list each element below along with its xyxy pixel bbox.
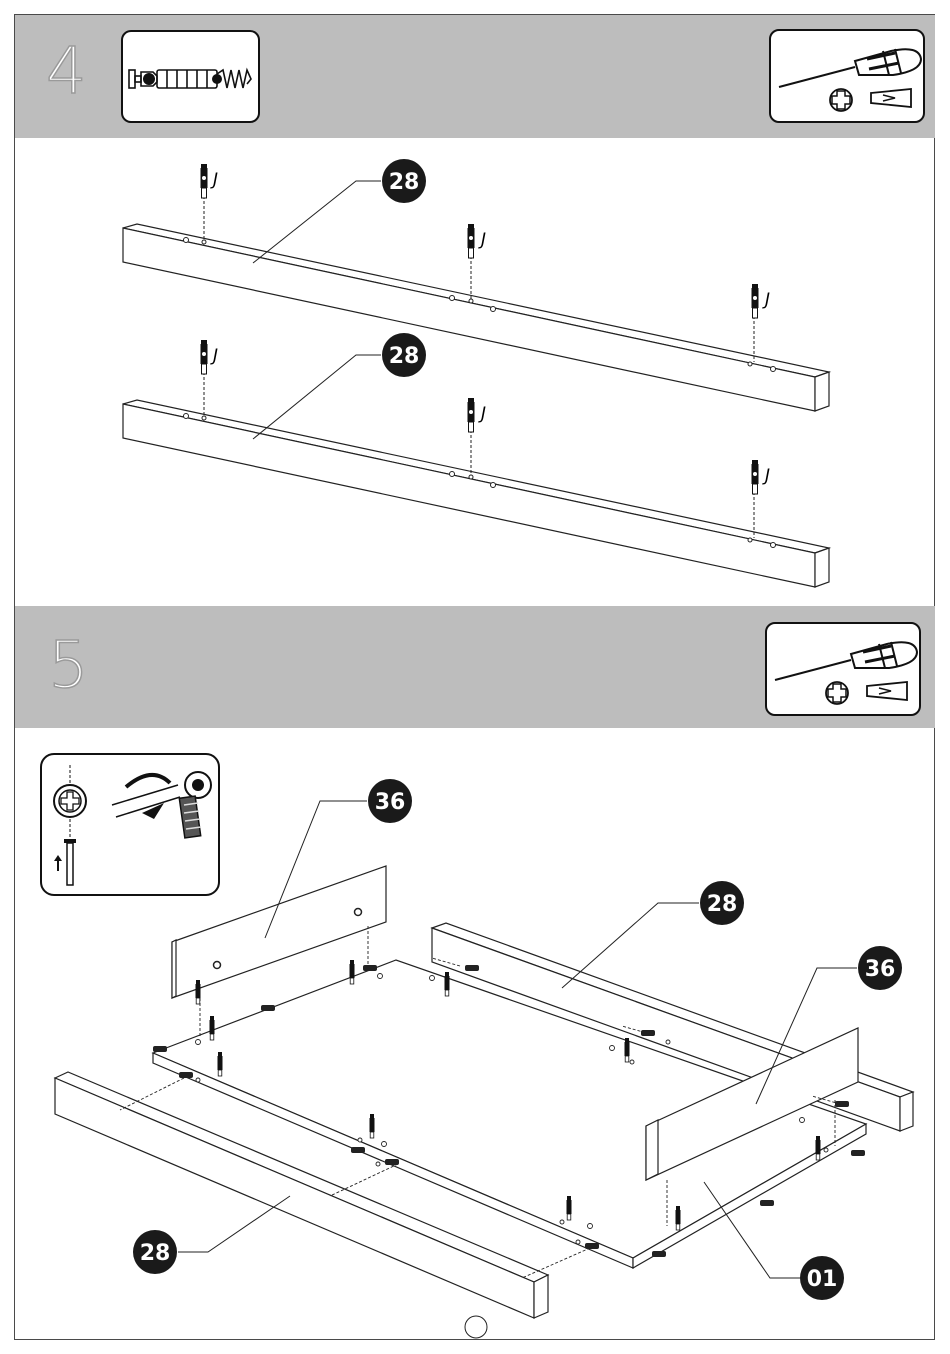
dowel (385, 1159, 399, 1165)
phillips-head-icon (826, 682, 848, 704)
rail-28-bottom (123, 400, 829, 587)
callout-36: 36 (375, 790, 406, 815)
cam-bolt (350, 960, 355, 984)
dowel (835, 1101, 849, 1107)
hardware-label: J (762, 466, 770, 486)
tools-box-step-5 (765, 622, 921, 716)
callout-28: 28 (389, 170, 420, 195)
hardware-label: J (762, 290, 770, 310)
step-4-diagram: J J J 28 J J J 28 (0, 138, 950, 605)
dowel (585, 1243, 599, 1249)
dowel (652, 1251, 666, 1257)
cam-bolt (218, 1052, 223, 1076)
flat-head-icon (867, 682, 907, 700)
screwdriver-icon (775, 642, 917, 680)
cam-bolt-icon (123, 32, 260, 123)
dowel (179, 1072, 193, 1078)
cam-bolt-j (468, 398, 475, 432)
dowel (851, 1150, 865, 1156)
step-4-number: 4 (46, 40, 87, 104)
flat-head-icon (871, 89, 911, 107)
cam-bolt-j (201, 164, 208, 198)
cam-bolt (445, 972, 450, 996)
cam-bolt (816, 1136, 821, 1160)
callout-36: 36 (865, 957, 896, 982)
dowel (153, 1046, 167, 1052)
cam-bolt (196, 980, 201, 1004)
hardware-label: J (478, 230, 486, 250)
step-5-diagram: 36 28 36 28 01 (0, 728, 950, 1340)
cam-bolt-j (468, 224, 475, 258)
hardware-label: J (210, 170, 218, 190)
cam-bolt (567, 1196, 572, 1220)
dowel (363, 965, 377, 971)
dowel (641, 1030, 655, 1036)
screwdriver-icon (779, 49, 921, 87)
callout-01: 01 (807, 1267, 838, 1292)
callout-28: 28 (707, 892, 738, 917)
callout-28: 28 (389, 344, 420, 369)
tools-box-step-4 (769, 29, 925, 123)
cam-bolt (370, 1114, 375, 1138)
cam-bolt (625, 1038, 630, 1062)
cam-bolt-j (201, 340, 208, 374)
cam-bolt (210, 1016, 215, 1040)
page-number-circle (465, 1316, 487, 1338)
hardware-label: J (210, 346, 218, 366)
cam-bolt-j (752, 284, 759, 318)
rail-28-top (123, 224, 829, 411)
hardware-label: J (478, 404, 486, 424)
cam-bolt-j (752, 460, 759, 494)
dowel (465, 965, 479, 971)
step-5-number: 5 (48, 634, 89, 698)
dowel (261, 1005, 275, 1011)
callout-28: 28 (140, 1241, 171, 1266)
dowel (351, 1147, 365, 1153)
dowel (760, 1200, 774, 1206)
phillips-head-icon (830, 89, 852, 111)
cam-bolt-part-box (121, 30, 260, 123)
cam-bolt (676, 1206, 681, 1230)
